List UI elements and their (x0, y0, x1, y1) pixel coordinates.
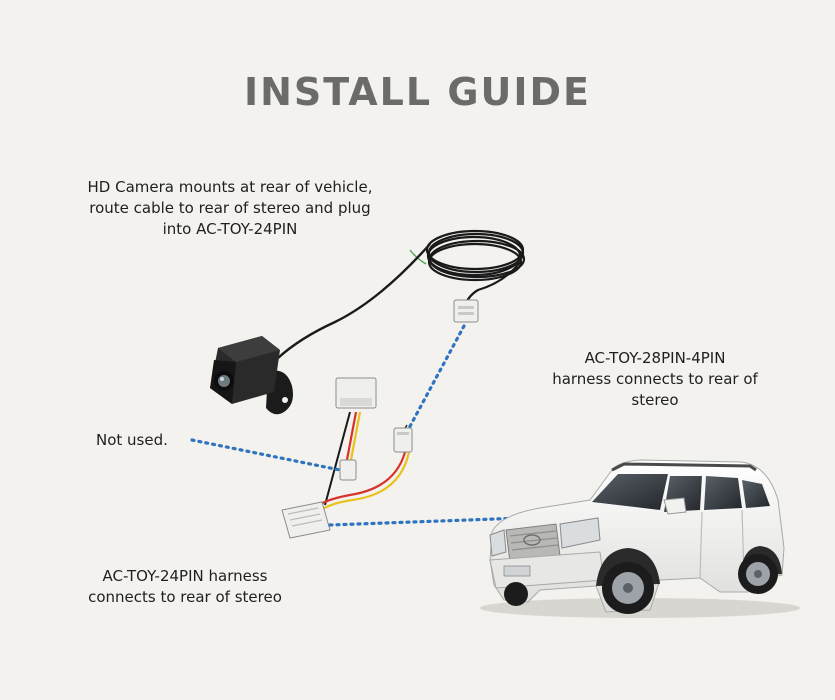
mid-connector-right (393, 427, 413, 453)
callout-lines (190, 324, 607, 527)
camera (210, 336, 293, 415)
harness-24pin-connector (281, 501, 331, 539)
harness-28pin-line-1: AC-TOY-28PIN-4PIN (584, 349, 726, 367)
page-title: INSTALL GUIDE (243, 70, 592, 114)
cable-coil (425, 229, 526, 282)
callout-camera-to-28pin (406, 324, 466, 432)
camera-label-line-2: route cable to rear of stereo and plug (89, 199, 371, 217)
harness-28pin-line-2: harness connects to rear of (552, 370, 758, 388)
harness-top-connector (335, 377, 377, 409)
harness-28pin-line-3: stereo (631, 391, 679, 409)
harness-24pin-line-1: AC-TOY-24PIN harness (102, 567, 268, 585)
harness-28pin-label: AC-TOY-28PIN-4PIN harness connects to re… (530, 348, 780, 411)
vehicle (480, 459, 800, 618)
harness-24pin-line-2: connects to rear of stereo (88, 588, 282, 606)
camera-label-line-3: into AC-TOY-24PIN (162, 220, 298, 238)
harness-assembly (311, 411, 411, 515)
mid-connector-left (339, 459, 357, 481)
coil-connector (453, 299, 479, 323)
camera-mount-label: HD Camera mounts at rear of vehicle, rou… (60, 177, 400, 240)
callout-not-used (190, 438, 342, 472)
camera-cable (277, 243, 431, 359)
camera-label-line-1: HD Camera mounts at rear of vehicle, (87, 178, 373, 196)
not-used-label: Not used. (96, 431, 168, 449)
harness-24pin-label: AC-TOY-24PIN harness connects to rear of… (60, 566, 310, 608)
